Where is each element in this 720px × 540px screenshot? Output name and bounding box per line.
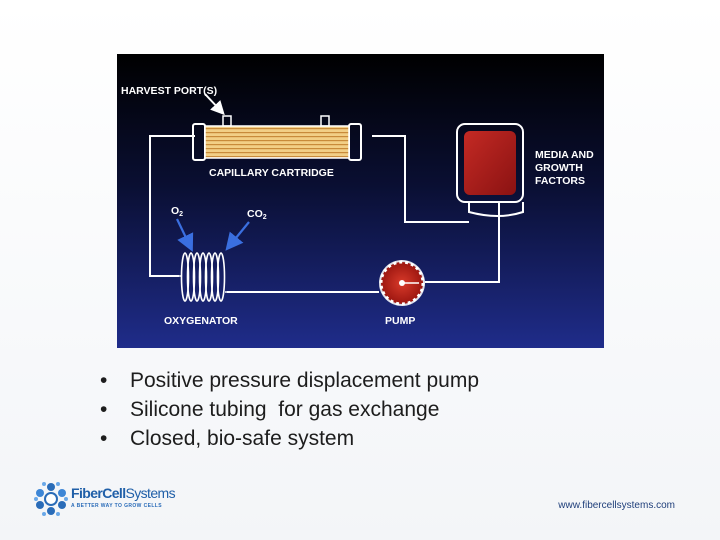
harvest-port-left [222,115,232,127]
capillary-cartridge-label: CAPILLARY CARTRIDGE [209,167,334,179]
logo-wordmark: FiberCellSystems [71,485,176,501]
harvest-arrow [204,93,225,116]
cell-cluster-icon [34,482,68,516]
harvest-port-right [320,115,330,127]
pump-icon [379,260,425,306]
co2-label: CO2 [247,208,267,221]
bullet-item: Silicone tubing for gas exchange [100,395,660,424]
pump-label: PUMP [385,315,415,327]
website-url: www.fibercellsystems.com [558,500,675,511]
media-container [456,123,524,217]
media-label-line1: MEDIA AND [535,149,594,161]
bullet-item: Closed, bio-safe system [100,424,660,453]
capillary-cartridge [204,125,350,159]
o2-arrow [176,218,194,252]
media-label-line3: FACTORS [535,175,585,187]
oxygenator-label: OXYGENATOR [164,315,238,327]
bioreactor-diagram: HARVEST PORT(S) CAPILLARY CARTRIDGE MEDI… [117,54,604,348]
tubing-circuit [149,135,500,293]
oxygenator-coil [179,252,227,302]
logo-tagline: A BETTER WAY TO GROW CELLS [71,503,162,509]
co2-arrow [225,221,250,251]
o2-label: O2 [171,205,183,218]
media-label-line2: GROWTH [535,162,583,174]
harvest-ports-label: HARVEST PORT(S) [121,85,217,97]
fibercell-logo: FiberCellSystems A BETTER WAY TO GROW CE… [34,479,204,519]
diagram-background [117,54,604,348]
bullet-item: Positive pressure displacement pump [100,366,660,395]
feature-bullet-list: Positive pressure displacement pump Sili… [100,366,660,453]
